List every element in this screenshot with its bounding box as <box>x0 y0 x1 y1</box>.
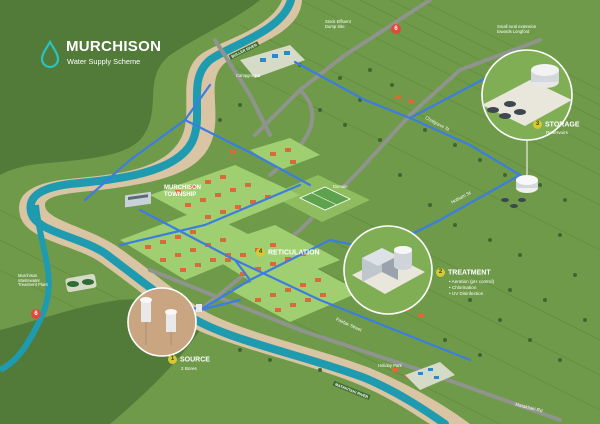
step-treatment-number: 2 <box>436 268 445 277</box>
trees <box>218 63 587 372</box>
water-drop-icon <box>40 40 60 68</box>
storage-bubble <box>481 49 573 180</box>
campground <box>240 45 305 78</box>
township-blocks <box>120 138 360 322</box>
rural-extension-label: Small rural extension towards Longford <box>497 24 537 34</box>
campground-label: Campground <box>236 73 261 78</box>
wastewater-line3: Treatment Plant <box>18 282 48 288</box>
highway-marker-west: 6 <box>31 309 41 319</box>
reservoir-site <box>501 175 538 208</box>
treatment-detail-uv: • UV Disinfection <box>449 291 484 297</box>
holiday-park-site <box>405 362 455 390</box>
step-source-detail: 2 Bores <box>181 366 197 371</box>
step-treatment-details: • Aeration (pH control) • Chlorination •… <box>449 279 494 298</box>
step-reticulation-number: 4 <box>256 248 265 257</box>
treatment-bubble <box>343 225 433 315</box>
step-source-number: 1 <box>168 355 177 364</box>
treatment-detail-aeration: • Aeration (pH control) <box>449 279 495 284</box>
stock-effluent-line1: Stock Effluent <box>325 19 351 24</box>
step-source-title: SOURCE <box>180 356 210 364</box>
township-label-line1: MURCHISON <box>164 185 201 191</box>
map-title: MURCHISON <box>66 38 162 55</box>
step-storage-number: 3 <box>533 120 542 129</box>
source-bubble <box>127 287 202 361</box>
highway-marker-north: 6 <box>391 24 401 34</box>
treatment-detail-chlorination: • Chlorination <box>449 285 477 291</box>
wastewater-ponds <box>65 273 97 293</box>
step-reticulation-title: RETICULATION <box>268 249 320 257</box>
map-subtitle: Water Supply Scheme <box>67 57 141 66</box>
domain-label: Domain <box>333 184 348 189</box>
step-storage-detail: Reservoirs <box>546 130 568 135</box>
rural-extension-line1: Small rural extension <box>497 24 537 29</box>
hillside-north-west <box>0 0 260 175</box>
township-label: MURCHISON TOWNSHIP <box>164 185 201 198</box>
wastewater-line2: Wastewater <box>18 277 40 283</box>
buller-river <box>26 0 449 424</box>
wastewater-plant-label: Murchison Wastewater Treatment Plant <box>18 273 48 288</box>
matakitaki-river <box>0 204 52 373</box>
town-buildings <box>125 191 151 208</box>
step-storage-title: STORAGE <box>545 121 580 129</box>
stock-effluent-label: Stock Effluent Dump Site <box>325 19 351 29</box>
step-treatment-title: TREATMENT <box>448 269 491 277</box>
township-label-line2: TOWNSHIP <box>164 191 197 198</box>
wastewater-line1: Murchison <box>18 273 38 278</box>
stock-effluent-line2: Dump Site <box>325 23 345 29</box>
rural-extension-line2: towards Longford <box>497 28 530 34</box>
holiday-park-label: Holiday Park <box>378 363 402 368</box>
